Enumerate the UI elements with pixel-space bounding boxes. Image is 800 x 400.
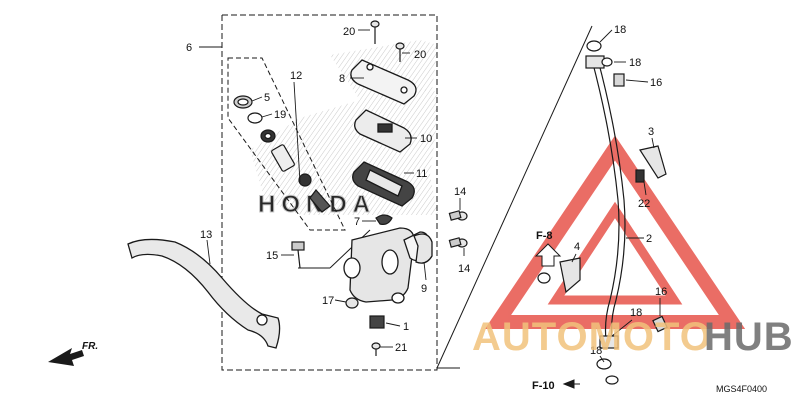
bolt-14-upper bbox=[448, 210, 468, 221]
oil-bolt-lower bbox=[652, 315, 668, 333]
callout-18b: 18 bbox=[629, 57, 641, 69]
callout-5: 5 bbox=[264, 92, 270, 104]
callout-19: 19 bbox=[274, 109, 286, 121]
clip-7 bbox=[375, 214, 393, 225]
watermark-triangle bbox=[484, 135, 746, 329]
callout-16b: 16 bbox=[655, 286, 667, 298]
callout-11: 11 bbox=[416, 168, 427, 180]
callout-21: 21 bbox=[395, 342, 407, 354]
callout-12: 12 bbox=[290, 70, 302, 82]
callout-1: 1 bbox=[403, 321, 409, 333]
callout-20b: 20 bbox=[414, 49, 426, 61]
part-holder-clamp bbox=[413, 233, 433, 264]
callout-6: 6 bbox=[186, 42, 192, 54]
front-direction-arrow: FR. bbox=[48, 341, 98, 366]
part-oil-bolts bbox=[613, 73, 668, 333]
watermark-hub: HUB bbox=[704, 315, 794, 359]
callout-3: 3 bbox=[648, 126, 654, 138]
part-brake-hose bbox=[585, 40, 626, 385]
watermark-text: AUTOMOTO HUB bbox=[472, 315, 794, 359]
callout-14a: 14 bbox=[454, 186, 466, 198]
direction-label: FR. bbox=[82, 341, 98, 352]
bolt-20-upper bbox=[370, 20, 380, 44]
callout-18a: 18 bbox=[614, 24, 626, 36]
part-small-hardware bbox=[291, 20, 468, 356]
callout-7: 7 bbox=[354, 216, 360, 228]
switch-1 bbox=[369, 315, 385, 329]
part-brake-lever bbox=[127, 238, 281, 349]
part-diaphragm-plate bbox=[354, 109, 412, 153]
callout-20a: 20 bbox=[343, 26, 355, 38]
part-piston-kit bbox=[233, 95, 331, 213]
part-reservoir-cover bbox=[350, 59, 417, 105]
frame-ref-lower: F-10 bbox=[532, 380, 555, 392]
bolt-20-lower bbox=[395, 42, 405, 62]
bolt-15 bbox=[291, 241, 305, 269]
callout-17: 17 bbox=[322, 295, 334, 307]
callout-22: 22 bbox=[638, 198, 650, 210]
oil-bolt-upper bbox=[613, 73, 625, 87]
watermark-automoto: AUTOMOTO bbox=[472, 315, 712, 359]
seal-17 bbox=[345, 297, 359, 309]
callout-4: 4 bbox=[574, 241, 580, 253]
callout-18d: 18 bbox=[590, 345, 602, 357]
callout-10: 10 bbox=[420, 133, 432, 145]
diagram-code: MGS4F0400 bbox=[716, 384, 767, 394]
part-hose-guides bbox=[537, 145, 667, 294]
callout-14b: 14 bbox=[458, 263, 470, 275]
callout-2: 2 bbox=[646, 233, 652, 245]
leader-lines bbox=[199, 29, 661, 363]
assembly-frames bbox=[221, 14, 593, 371]
callout-13: 13 bbox=[200, 229, 212, 241]
callout-18c: 18 bbox=[630, 307, 642, 319]
callout-numbers: 6 20 20 8 12 5 19 10 11 7 14 14 15 13 9 … bbox=[186, 24, 667, 357]
frame-ref-arrows bbox=[534, 243, 580, 389]
part-diaphragm bbox=[352, 161, 415, 207]
callout-15: 15 bbox=[266, 250, 278, 262]
frame-ref-upper: F-8 bbox=[536, 230, 553, 242]
callout-9: 9 bbox=[421, 283, 427, 295]
screw-21 bbox=[371, 342, 381, 356]
bolt-14-lower bbox=[448, 237, 468, 248]
callout-8: 8 bbox=[339, 73, 345, 85]
callout-16a: 16 bbox=[650, 77, 662, 89]
